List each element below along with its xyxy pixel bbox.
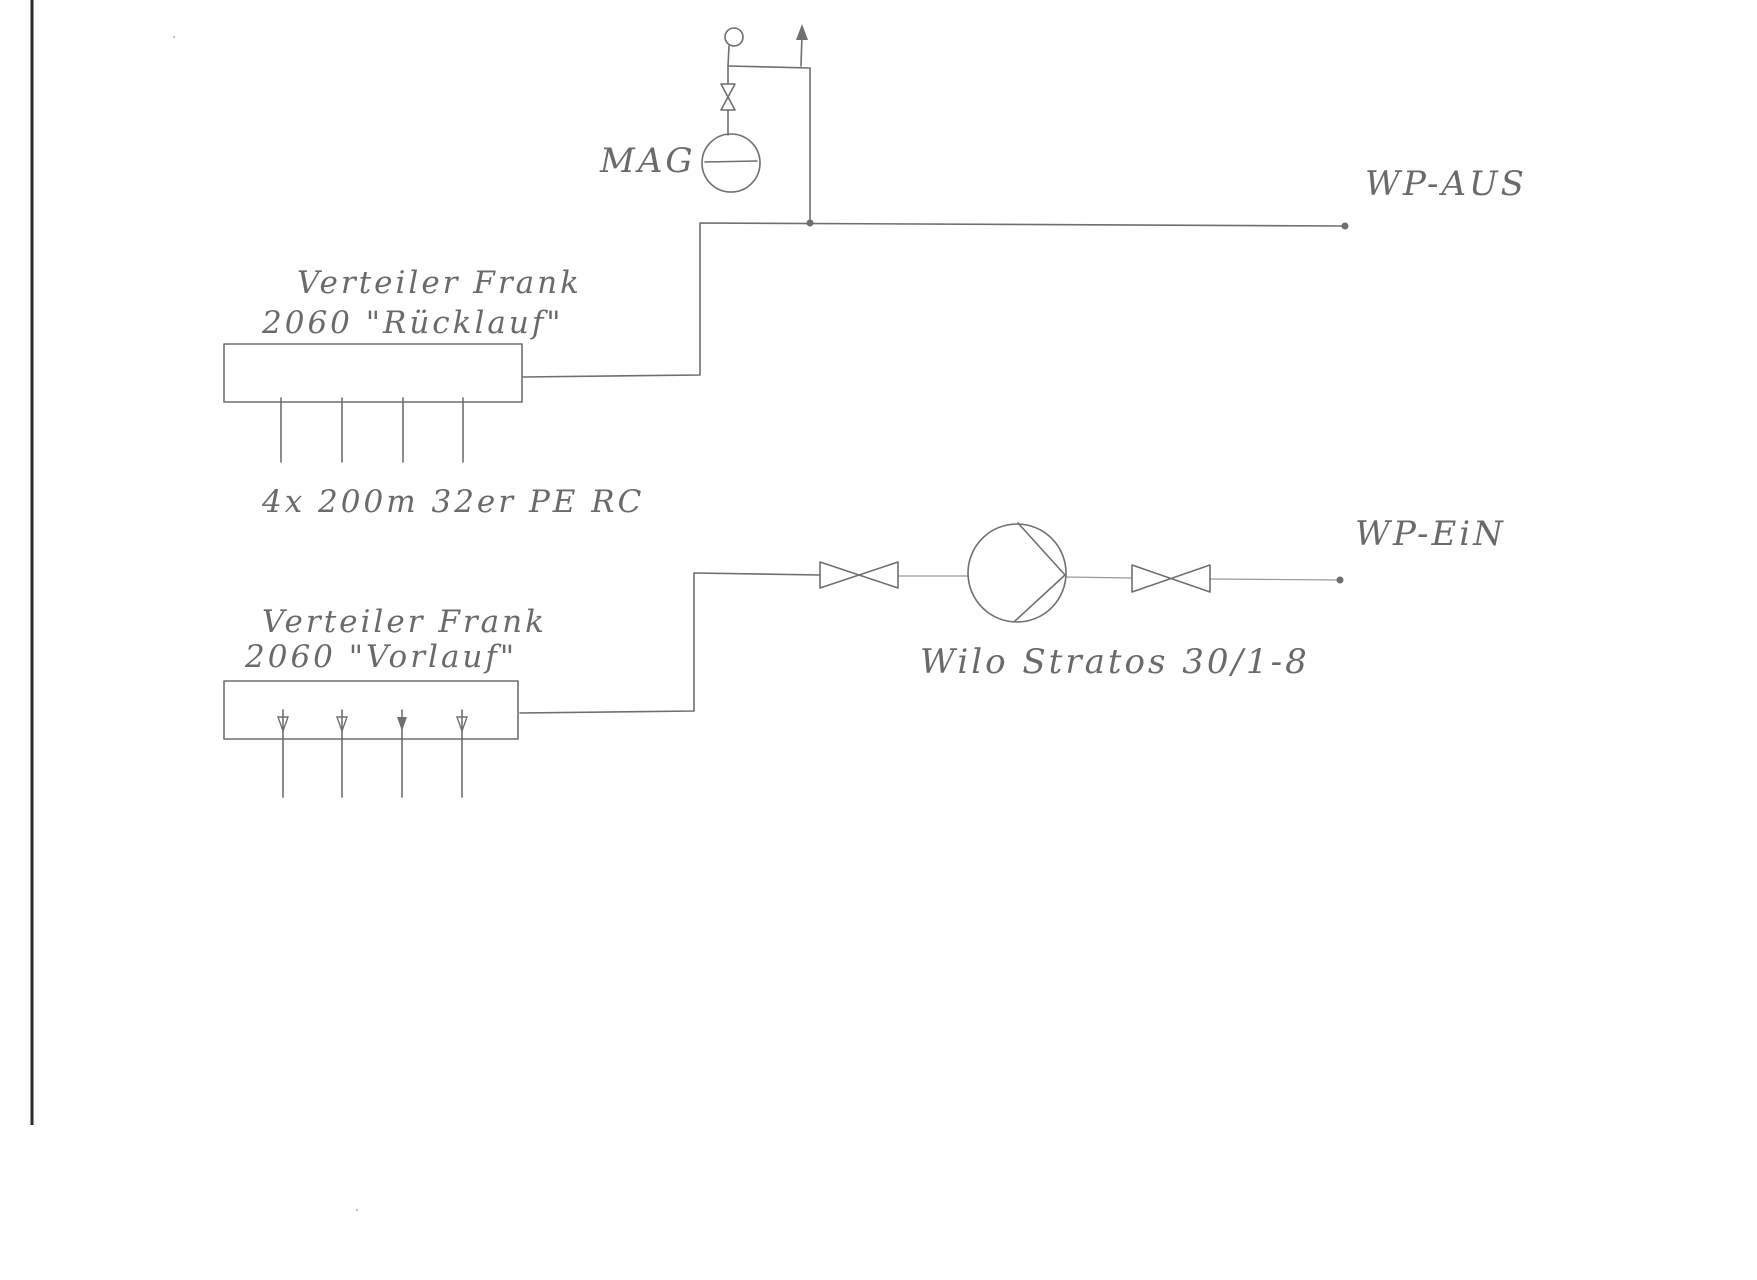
riser-pipe xyxy=(727,65,811,224)
wp-in-pipe-segment-3 xyxy=(1064,576,1133,579)
return-manifold-title: Verteiler Frank xyxy=(297,265,582,301)
wp-in-terminal xyxy=(1336,576,1344,584)
wp-out-label: WP-AUS xyxy=(1365,164,1527,204)
wp-in-pipe-segment-4 xyxy=(1209,578,1341,581)
collectors-label: 4x 200m 32er PE RC xyxy=(261,484,644,520)
mag-label: MAG xyxy=(599,141,696,181)
return-manifold-connections xyxy=(280,397,464,463)
circulation-pump-icon xyxy=(967,522,1067,623)
supply-manifold-box xyxy=(223,680,519,740)
supply-manifold-title: Verteiler Frank xyxy=(262,604,547,640)
gate-valve-icon xyxy=(819,561,899,589)
gate-valve-icon-2 xyxy=(1131,564,1211,593)
air-vent-arrow-icon xyxy=(796,24,808,67)
wp-out-pipe xyxy=(522,222,1346,378)
pressure-gauge-icon xyxy=(724,27,744,67)
pump-label: Wilo Stratos 30/1-8 xyxy=(920,642,1310,682)
return-manifold-subtitle: 2060 "Rücklauf" xyxy=(261,305,564,341)
supply-manifold-connections xyxy=(277,709,468,798)
pencil-speck-2 xyxy=(356,1209,358,1211)
expansion-vessel-icon xyxy=(701,133,761,193)
mag-valve-icon xyxy=(720,65,736,136)
wp-in-label: WP-EiN xyxy=(1355,514,1506,554)
supply-manifold-subtitle: 2060 "Vorlauf" xyxy=(244,639,517,675)
wp-out-terminal xyxy=(1341,222,1349,230)
pencil-speck xyxy=(173,36,175,38)
wp-in-pipe xyxy=(519,572,821,714)
return-manifold-box xyxy=(223,343,523,403)
